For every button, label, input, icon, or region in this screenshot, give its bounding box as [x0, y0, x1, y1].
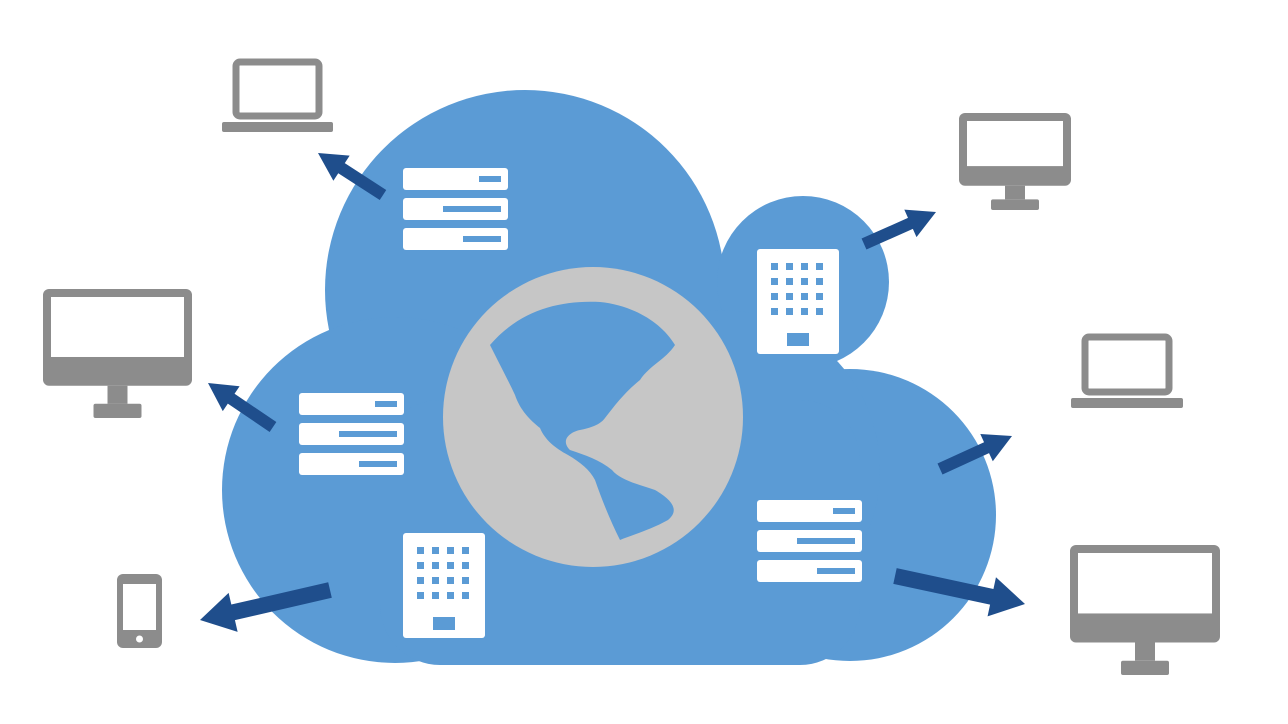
building-window	[447, 547, 454, 554]
building-window	[432, 547, 439, 554]
server-unit	[403, 168, 508, 190]
laptop-base	[222, 122, 333, 132]
building-window	[462, 577, 469, 584]
arrow-icon	[937, 434, 1012, 475]
building-window	[447, 592, 454, 599]
monitor-icon	[43, 289, 192, 418]
server-indicator	[443, 206, 501, 212]
building-door	[433, 617, 455, 630]
building-window	[816, 308, 823, 315]
building-window	[786, 278, 793, 285]
laptop-icon	[222, 58, 333, 132]
building-body	[757, 249, 839, 354]
monitor-stand	[93, 403, 142, 418]
building-window	[771, 263, 778, 270]
arrow-icon	[208, 383, 277, 432]
building-body	[403, 533, 485, 638]
building-window	[771, 293, 778, 300]
phone-icon	[117, 574, 162, 648]
server-indicator	[359, 461, 397, 467]
monitor-screen	[51, 297, 184, 357]
server-unit	[757, 560, 862, 582]
server-indicator	[375, 401, 397, 407]
building-window	[786, 263, 793, 270]
monitor-stand	[1121, 660, 1169, 675]
building-window	[447, 577, 454, 584]
server-indicator	[479, 176, 501, 182]
globe-icon	[443, 267, 743, 567]
building-window	[801, 308, 808, 315]
building-icon	[403, 533, 485, 638]
building-door	[787, 333, 809, 346]
building-window	[771, 308, 778, 315]
building-window	[447, 562, 454, 569]
arrow-icon	[861, 209, 936, 250]
monitor-neck	[107, 385, 128, 404]
monitor-neck	[1135, 642, 1155, 661]
arrow-icon	[318, 153, 387, 201]
laptop-screen	[1081, 333, 1173, 396]
server-indicator	[463, 236, 501, 242]
server-unit	[299, 453, 404, 475]
server-unit	[299, 393, 404, 415]
building-window	[417, 547, 424, 554]
laptop-icon	[1071, 333, 1183, 408]
phone-screen	[123, 584, 156, 630]
building-window	[801, 278, 808, 285]
building-window	[462, 562, 469, 569]
building-window	[462, 592, 469, 599]
monitor-icon	[1070, 545, 1220, 675]
monitor-screen	[1078, 553, 1212, 614]
arrow-icon	[893, 568, 1025, 617]
building-window	[771, 278, 778, 285]
monitor-stand	[991, 199, 1039, 210]
server-indicator	[833, 508, 855, 514]
laptop-screen	[232, 58, 323, 120]
phone-button	[136, 635, 143, 643]
building-window	[801, 263, 808, 270]
arrows	[200, 153, 1025, 632]
data-center-buildings	[403, 249, 839, 638]
server-stacks	[299, 168, 862, 582]
building-window	[432, 562, 439, 569]
building-window	[801, 293, 808, 300]
building-window	[816, 278, 823, 285]
building-window	[786, 308, 793, 315]
building-window	[786, 293, 793, 300]
building-window	[417, 562, 424, 569]
monitor-icon	[959, 113, 1071, 210]
server-stack-icon	[757, 500, 862, 582]
laptop-base	[1071, 398, 1183, 408]
server-stack-icon	[299, 393, 404, 475]
building-window	[432, 592, 439, 599]
server-indicator	[797, 538, 855, 544]
devices	[43, 58, 1220, 675]
monitor-screen	[967, 121, 1063, 167]
building-window	[432, 577, 439, 584]
building-window	[816, 293, 823, 300]
building-window	[462, 547, 469, 554]
server-indicator	[817, 568, 855, 574]
server-indicator	[339, 431, 397, 437]
server-stack-icon	[403, 168, 508, 250]
arrow-icon	[200, 582, 332, 632]
building-window	[417, 577, 424, 584]
building-icon	[757, 249, 839, 354]
building-window	[417, 592, 424, 599]
server-unit	[403, 228, 508, 250]
server-unit	[757, 500, 862, 522]
building-window	[816, 263, 823, 270]
monitor-neck	[1005, 185, 1025, 200]
